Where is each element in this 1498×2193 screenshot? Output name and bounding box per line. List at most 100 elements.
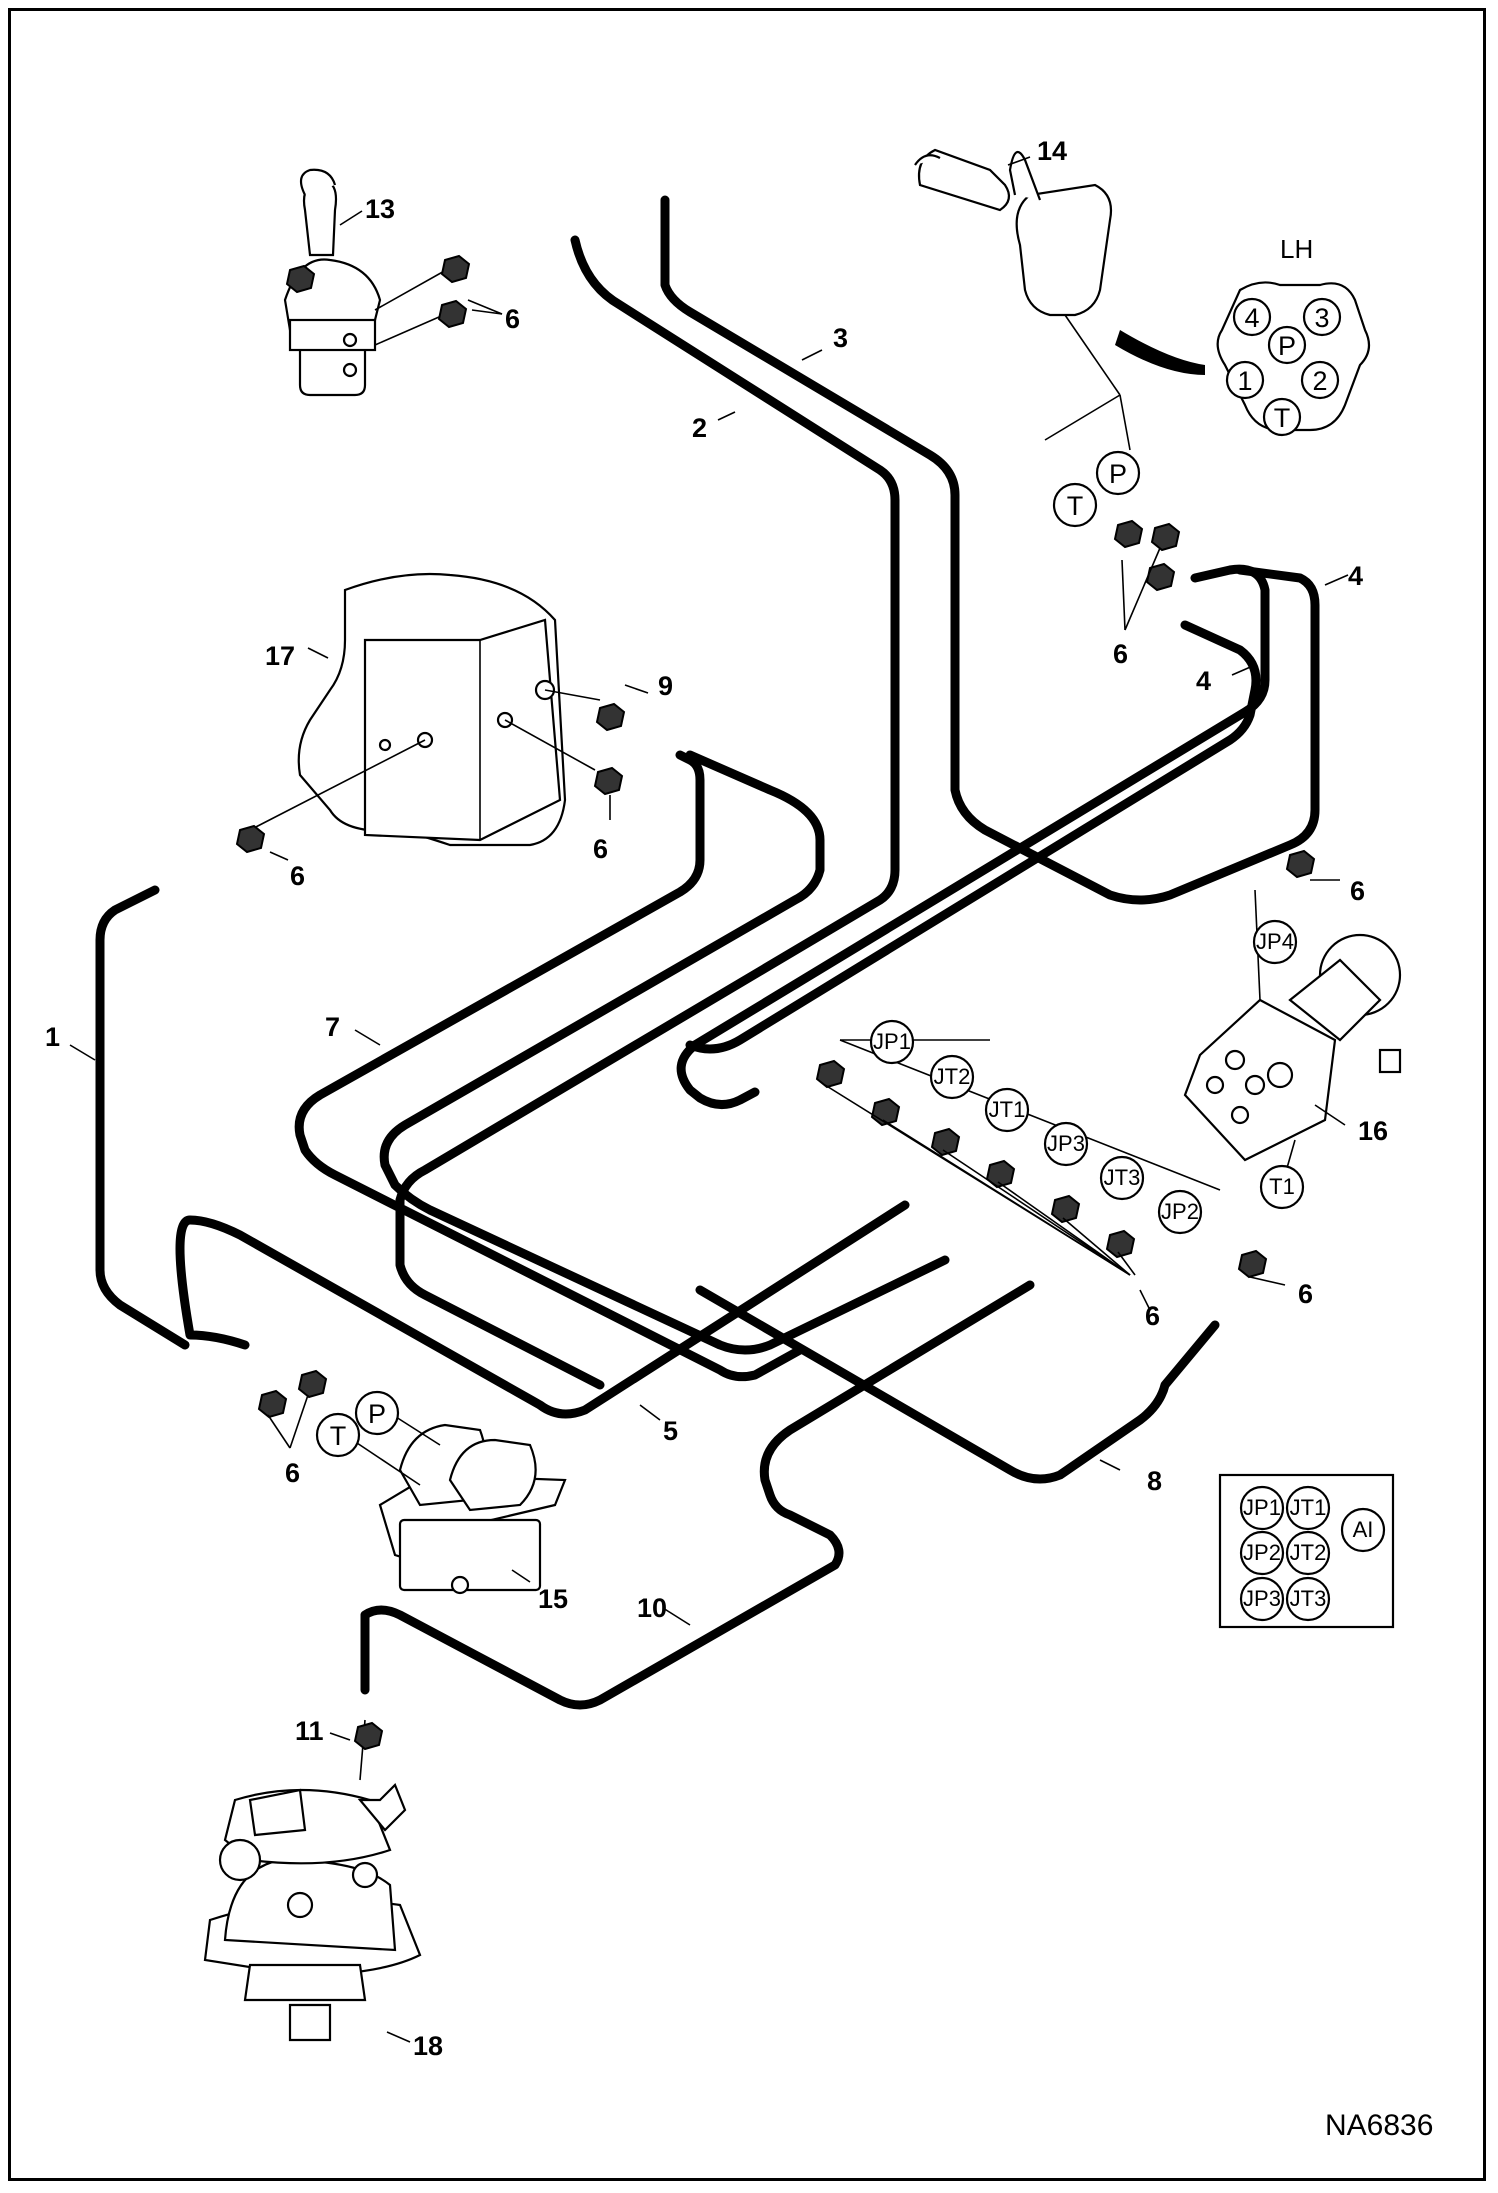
port-tag-JP2	[1157, 1189, 1203, 1235]
port-tag-P-pedal	[354, 1390, 400, 1436]
callout-labels: 1 2 3 4 4 5 6 6 6 6 6 6 6 6 7 8 9 10 11 …	[45, 136, 1388, 2061]
fitting-nut	[1105, 1229, 1136, 1259]
callout-17: 17	[265, 641, 295, 671]
port-tags: T P JP1 JT2 JT1 JP3 JT3 JP2 JP4 T1 T P	[315, 450, 1305, 1458]
callout-4a: 4	[1348, 561, 1363, 591]
fitting-nut	[1237, 1249, 1268, 1279]
lh-port-4: 4	[1244, 303, 1259, 333]
legend-JT1: JT1	[1290, 1495, 1327, 1520]
port-tag-JP1	[869, 1019, 915, 1065]
callout-1: 1	[45, 1022, 60, 1052]
hose-4a	[676, 564, 1270, 1109]
callout-10: 10	[637, 1593, 667, 1623]
callout-9: 9	[658, 671, 673, 701]
fitting-nut	[1150, 522, 1181, 552]
port-tag-T-pedal-label: T	[330, 1421, 347, 1451]
hose-5b	[175, 1200, 910, 1419]
port-tag-JT1-label: JT1	[989, 1097, 1026, 1122]
fitting-nut	[235, 824, 266, 854]
legend-AI: AI	[1353, 1517, 1374, 1542]
callout-6-t1: 6	[1298, 1279, 1313, 1309]
callout-13: 13	[365, 194, 395, 224]
port-tag-JT2	[929, 1054, 975, 1100]
port-tag-JT3	[1099, 1155, 1145, 1201]
port-tag-JP4	[1252, 919, 1298, 965]
lh-port-map: LH 4 3 P 1 2 T	[1216, 234, 1371, 437]
hose-1	[95, 885, 190, 1350]
port-tag-JT2-label: JT2	[934, 1064, 971, 1089]
callout-6-ports: 6	[1145, 1301, 1160, 1331]
port-tag-JP3	[1043, 1121, 1089, 1167]
port-tag-P	[1095, 450, 1141, 496]
pedal-valve-15	[344, 1409, 567, 1595]
callout-18: 18	[413, 2031, 443, 2061]
fitting-nut	[1113, 519, 1144, 549]
legend-tag	[1285, 1485, 1331, 1531]
callout-3: 3	[833, 323, 848, 353]
port-tag-T-pedal	[315, 1412, 361, 1458]
lh-port-3: 3	[1314, 303, 1329, 333]
hose-5	[379, 750, 950, 1355]
legend-tag	[1285, 1576, 1331, 1622]
lh-port-circle	[1262, 397, 1302, 437]
legend-JP1: JP1	[1243, 1495, 1281, 1520]
lh-port-T: T	[1274, 403, 1291, 433]
callout-6-valve-left: 6	[290, 861, 305, 891]
fitting-nut	[815, 1059, 846, 1089]
port-tag-JP4-label: JP4	[1256, 929, 1294, 954]
port-tag-T-label: T	[1067, 491, 1084, 521]
fitting-nut	[1145, 562, 1176, 592]
callout-15: 15	[538, 1584, 568, 1614]
fitting-nut	[593, 766, 624, 796]
hose-8	[695, 1285, 1220, 1484]
port-tag-P-pedal-label: P	[368, 1399, 386, 1429]
legend-tag	[1340, 1507, 1386, 1553]
joystick-14	[914, 148, 1205, 451]
fitting-nut	[437, 299, 468, 329]
lh-port-1: 1	[1237, 366, 1252, 396]
port-tag-T1-label: T1	[1269, 1174, 1295, 1199]
leader-lines	[69, 156, 1349, 2043]
lh-port-circle	[1267, 325, 1307, 365]
valve-16	[1183, 889, 1402, 1176]
lh-title: LH	[1280, 234, 1313, 264]
legend-JT2: JT2	[1290, 1540, 1327, 1565]
figure-id: NA6836	[1325, 2109, 1433, 2142]
port-tag-JT1	[984, 1087, 1030, 1133]
control-valve-17	[249, 572, 601, 847]
port-tag-JT3-label: JT3	[1104, 1165, 1141, 1190]
callout-6-jp4: 6	[1350, 876, 1365, 906]
legend-JT3: JT3	[1290, 1586, 1327, 1611]
legend-tag	[1239, 1485, 1285, 1531]
diagram-border	[8, 8, 1486, 2181]
fitting-nut	[1050, 1194, 1081, 1224]
fitting-nut	[285, 264, 316, 294]
fitting-nut	[297, 1369, 328, 1399]
callout-16: 16	[1358, 1116, 1388, 1146]
lh-port-circle	[1302, 297, 1342, 337]
legend-JP3: JP3	[1243, 1586, 1281, 1611]
legend-tag	[1285, 1530, 1331, 1576]
callout-14: 14	[1037, 136, 1067, 166]
hose-4b	[685, 620, 1261, 1054]
hose-7	[294, 750, 805, 1382]
legend-tag	[1239, 1530, 1285, 1576]
callout-7: 7	[325, 1012, 340, 1042]
lh-port-circle	[1232, 297, 1272, 337]
fitting-nut	[1285, 849, 1316, 879]
callout-5: 5	[663, 1416, 678, 1446]
fitting-nut	[257, 1389, 288, 1419]
port-tag-T	[1052, 482, 1098, 528]
fitting-nut	[440, 254, 471, 284]
hose-10	[360, 1280, 1035, 1710]
legend-box: JP1 JT1 AI JP2 JT2 JP3 JT3	[1218, 1473, 1395, 1629]
port-tag-T1	[1259, 1164, 1305, 1210]
callout-11: 11	[295, 1716, 324, 1746]
lh-port-circle	[1225, 360, 1265, 400]
port-tag-JP1-label: JP1	[873, 1029, 911, 1054]
legend-JP2: JP2	[1243, 1540, 1281, 1565]
port-tag-P-label: P	[1109, 459, 1127, 489]
fitting-nut	[353, 1721, 384, 1751]
callout-6-valve-right: 6	[593, 834, 608, 864]
